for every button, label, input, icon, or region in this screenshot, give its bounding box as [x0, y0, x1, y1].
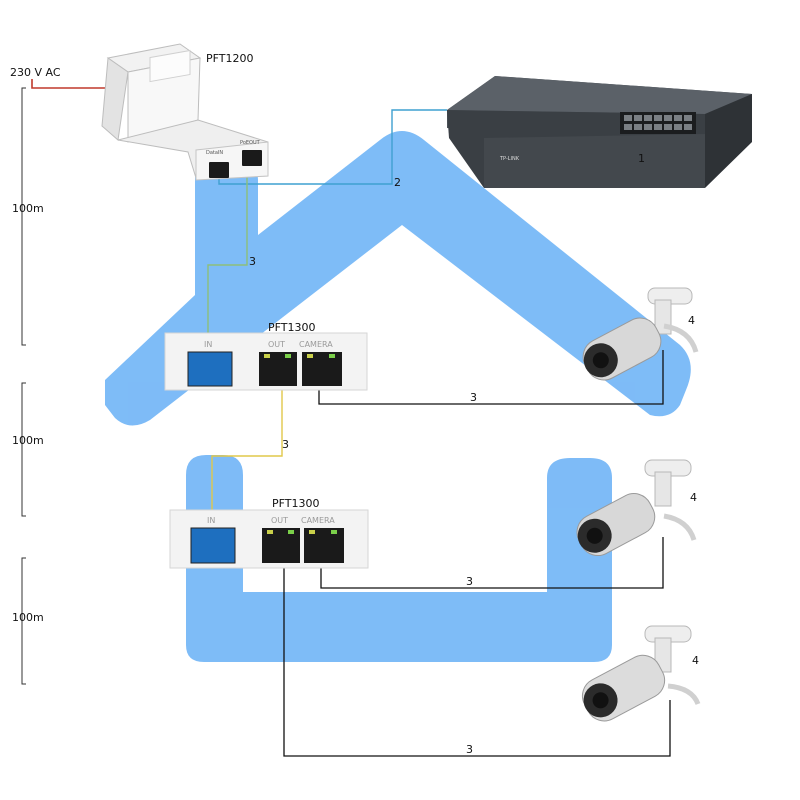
port-out-label: OUT	[271, 516, 288, 525]
poe-extender-1: IN OUT CAMERA PFT1300	[164, 321, 368, 391]
port-out-label: OUT	[268, 340, 285, 349]
cable-label-3: 3	[466, 575, 473, 588]
port-in-label: IN	[204, 340, 212, 349]
camera-1: 4	[582, 287, 699, 381]
cable-label-3: 3	[249, 255, 256, 268]
port-in	[187, 351, 233, 387]
distance-marker-2: 100m	[12, 382, 44, 517]
camera-3: 4	[581, 625, 701, 722]
port-data-in-label: DataIN	[206, 150, 223, 156]
switch-callout: 1	[638, 152, 645, 165]
switch-brand: TP-LINK	[499, 156, 520, 162]
camera-cable-3	[283, 565, 671, 757]
extender-label: PFT1300	[268, 321, 315, 334]
cables	[31, 79, 671, 757]
power-input-label: 230 V AC	[10, 66, 61, 79]
distance-marker-3: 100m	[12, 557, 44, 685]
cable-label-2: 2	[394, 176, 401, 189]
camera-2: 4	[576, 459, 697, 557]
port-data-in	[209, 162, 229, 178]
cable-label-3: 3	[466, 743, 473, 756]
poe-injector: DataIN PoEOUT PFT1200	[101, 43, 269, 181]
house-background	[105, 131, 691, 662]
port-camera-label: CAMERA	[299, 340, 333, 349]
camera-callout: 4	[688, 314, 695, 327]
distance-label: 100m	[12, 611, 44, 624]
camera-callout: 4	[690, 491, 697, 504]
lan-cable-2	[218, 109, 447, 185]
port-camera-label: CAMERA	[301, 516, 335, 525]
port-poe-out-label: PoEOUT	[240, 140, 261, 146]
distance-marker-1: 100m	[12, 87, 44, 346]
distance-label: 100m	[12, 434, 44, 447]
port-in-label: IN	[207, 516, 215, 525]
distance-label: 100m	[12, 202, 44, 215]
power-cable	[31, 79, 108, 89]
port-in	[190, 527, 236, 564]
camera-callout: 4	[692, 654, 699, 667]
house-lower-floor-shape	[186, 455, 612, 662]
poe-cable-ext1-ext2	[211, 390, 283, 528]
camera-cable-1	[318, 350, 664, 405]
poe-extender-2: IN OUT CAMERA PFT1300	[169, 497, 369, 569]
cable-label-3: 3	[470, 391, 477, 404]
switch-port-block	[620, 112, 696, 134]
port-poe-out	[242, 150, 262, 166]
injector-label: PFT1200	[206, 52, 253, 65]
house-roof-shape	[105, 131, 691, 426]
poe-cable-injector-ext1	[207, 172, 248, 348]
network-switch: TP-LINK 1	[447, 76, 752, 188]
extender-label: PFT1300	[272, 497, 319, 510]
camera-cable-2	[320, 537, 664, 589]
cable-label-3: 3	[282, 438, 289, 451]
